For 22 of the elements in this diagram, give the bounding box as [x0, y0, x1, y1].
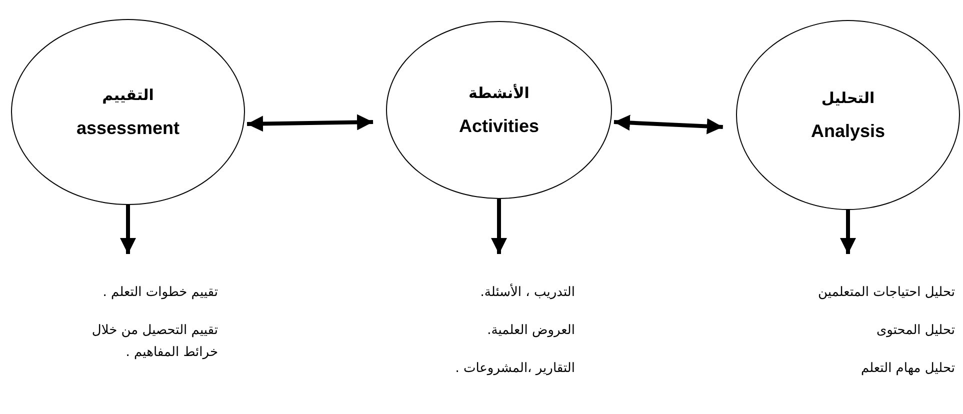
- circle-label: assessment: [76, 118, 180, 138]
- arrow: [120, 205, 136, 254]
- arrow: [840, 210, 856, 254]
- circle-label: Activities: [458, 116, 540, 136]
- process-circle: [11, 19, 245, 205]
- list-item: التدريب ، الأسئلة.: [479, 282, 575, 302]
- list-item: تقييم التحصيل من خلال خرائط المفاهيم .: [90, 322, 218, 362]
- list-item: تقييم خطوات التعلم .: [102, 284, 218, 302]
- list-item: تحليل المحتوى: [875, 322, 955, 340]
- process-circle: [386, 21, 612, 199]
- arrow: [491, 199, 507, 254]
- circle-title: التقييم: [102, 86, 154, 104]
- process-circle: [736, 20, 960, 210]
- circle-label: Analysis: [810, 120, 886, 142]
- arrow: [614, 114, 723, 134]
- list-item: العروض العلمية.: [486, 322, 575, 340]
- list-item: تحليل احتياجات المتعلمين: [817, 284, 955, 302]
- arrow: [246, 114, 374, 132]
- circle-title: الأنشطة: [468, 84, 530, 102]
- list-item: تحليل مهام التعلم: [860, 360, 955, 378]
- circle-title: التحليل: [821, 88, 875, 106]
- list-item: التقارير ،المشروعات .: [454, 360, 575, 378]
